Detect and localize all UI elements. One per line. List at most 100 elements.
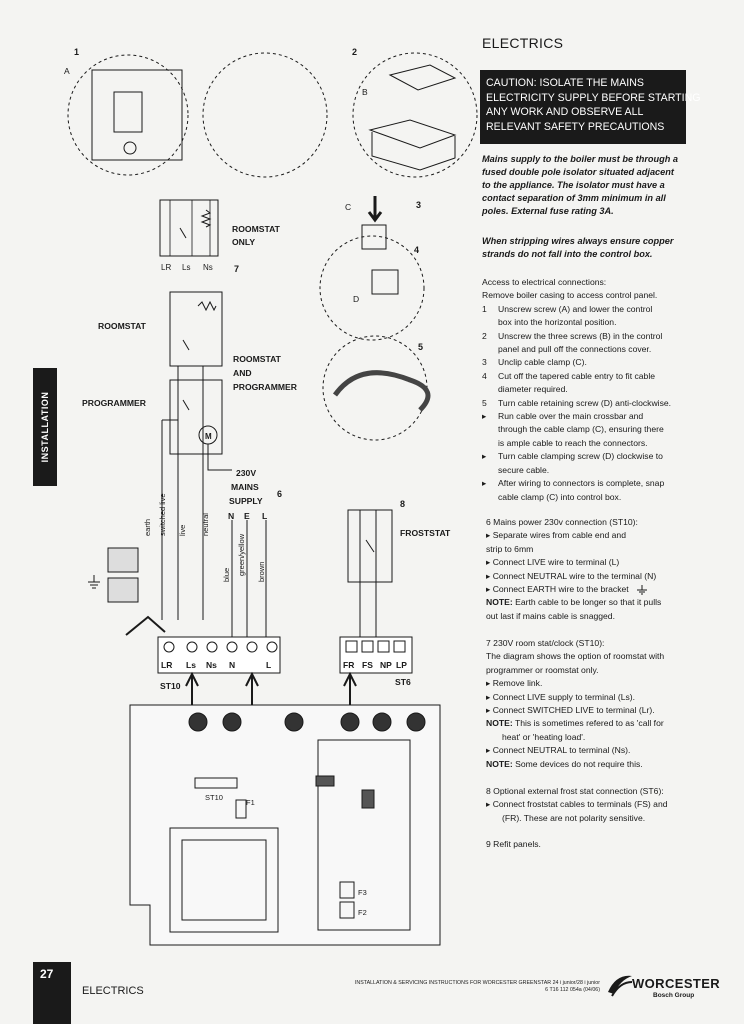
step-number: ▸ bbox=[482, 451, 487, 462]
st6-terminal-label: LP bbox=[396, 660, 407, 670]
roomstat-box bbox=[169, 291, 223, 367]
programmer-box bbox=[169, 379, 223, 455]
earth-bracket bbox=[107, 577, 139, 603]
step-text: Turn cable clamping screw (D) clockwise … bbox=[498, 451, 663, 462]
figure-number: 3 bbox=[416, 200, 421, 210]
text-line: The diagram shows the option of roomstat… bbox=[486, 651, 665, 662]
step-number: 1 bbox=[482, 303, 487, 314]
pcb-label: F3 bbox=[358, 888, 367, 897]
section-9: 9 Refit panels. bbox=[486, 838, 541, 851]
access-intro: Remove boiler casing to access control p… bbox=[482, 290, 658, 301]
step-text: Unclip cable clamp (C). bbox=[498, 357, 587, 368]
motor-label: M bbox=[205, 432, 212, 441]
terminal-label: LR bbox=[161, 263, 171, 272]
bullet: ▸ Connect NEUTRAL wire to the terminal (… bbox=[486, 570, 657, 581]
page-number: 27 bbox=[40, 967, 54, 981]
note-label: NOTE: bbox=[486, 758, 513, 769]
figure-number: 5 bbox=[418, 342, 423, 352]
step-number: 5 bbox=[482, 397, 487, 408]
access-step-cont: diameter required. bbox=[482, 383, 692, 396]
figure-number: 8 bbox=[400, 499, 405, 509]
caution-line: ANY WORK AND OBSERVE ALL bbox=[486, 106, 644, 118]
note-label: NOTE: bbox=[486, 718, 513, 729]
wire-label: earth bbox=[143, 519, 152, 536]
mains-label: SUPPLY bbox=[229, 496, 263, 506]
st6-terminal-block bbox=[339, 636, 413, 674]
pcb-display bbox=[181, 839, 267, 921]
programmer-label: PROGRAMMER bbox=[82, 398, 147, 408]
text-line: poles. External fuse rating 3A. bbox=[482, 206, 614, 216]
st6-terminal bbox=[377, 640, 390, 653]
earth-icon bbox=[637, 584, 648, 595]
switch-icon bbox=[179, 227, 187, 239]
caution-line: ELECTRICITY SUPPLY BEFORE STARTING bbox=[486, 91, 701, 104]
figure-number: 1 bbox=[74, 47, 79, 57]
access-step-cont: panel and pull off the connections cover… bbox=[482, 343, 692, 356]
step-text: Unscrew screw (A) and lower the control bbox=[498, 303, 653, 314]
roomstat-only-label: ROOMSTAT bbox=[232, 224, 281, 234]
connection-cover-illustration bbox=[368, 119, 457, 149]
pcb-label: F2 bbox=[358, 908, 367, 917]
note-text: Some devices do not require this. bbox=[515, 758, 643, 769]
switch-icon bbox=[182, 339, 190, 351]
step-text: Turn cable retaining screw (D) anti-cloc… bbox=[498, 397, 672, 408]
st6-terminal bbox=[393, 640, 406, 653]
st6-terminal-label: FS bbox=[362, 660, 373, 670]
roomstat-programmer-label: AND bbox=[233, 368, 252, 378]
wire-label: neutral bbox=[201, 513, 210, 536]
text-line: When stripping wires always ensure coppe… bbox=[482, 236, 674, 246]
note-text: This is sometimes refered to as 'call fo… bbox=[514, 718, 664, 729]
pcb-label: ST10 bbox=[205, 793, 223, 802]
note-cont: heat' or 'heating load'. bbox=[502, 731, 586, 742]
bullet-text: ▸ Connect EARTH wire to the bracket bbox=[486, 584, 629, 595]
section-8: 8 Optional external frost stat connectio… bbox=[486, 785, 696, 825]
access-section: Access to electrical connections: Remove… bbox=[482, 276, 692, 504]
wire-line bbox=[177, 366, 232, 620]
st10-screws bbox=[163, 641, 278, 653]
st10-terminal-label: L bbox=[266, 660, 271, 670]
pcb-st10-socket bbox=[194, 777, 238, 789]
step-text: cable clamp (C) into control box. bbox=[498, 491, 622, 502]
text-line: programmer or roomstat only. bbox=[486, 664, 599, 675]
mains-label: MAINS bbox=[231, 482, 259, 492]
step-text: Run cable over the main crossbar and bbox=[498, 411, 644, 422]
bullet: ▸ Connect LIVE wire to terminal (L) bbox=[486, 557, 620, 568]
fuse-f3 bbox=[339, 881, 355, 899]
text-line: fused double pole isolator situated adja… bbox=[482, 167, 674, 177]
resistor-icon bbox=[200, 209, 212, 228]
froststat-label: FROSTSTAT bbox=[400, 528, 451, 538]
resistor-icon bbox=[197, 300, 217, 312]
text-line: to the appliance. The isolator must have… bbox=[482, 180, 665, 190]
st10-terminal-label: Ns bbox=[206, 660, 217, 670]
cable-illustration bbox=[332, 370, 431, 412]
terminal-label: Ns bbox=[203, 263, 213, 272]
wire-label: blue bbox=[222, 568, 231, 582]
step-text: Cut off the tapered cable entry to fit c… bbox=[498, 370, 656, 381]
access-step: ▸ Turn cable clamping screw (D) clockwise… bbox=[482, 450, 692, 463]
callout-letter: C bbox=[345, 202, 351, 212]
fig4-detail-circle bbox=[319, 235, 425, 341]
froststat-box bbox=[347, 509, 393, 583]
footer-reference: INSTALLATION & SERVICING INSTRUCTIONS FO… bbox=[332, 980, 600, 994]
roomstat-programmer-label: PROGRAMMER bbox=[233, 382, 298, 392]
wire-line bbox=[161, 419, 178, 620]
text-line: 8 Optional external frost stat connectio… bbox=[486, 786, 664, 796]
st6-label: ST6 bbox=[395, 677, 411, 687]
step-text: is ample cable to reach the connectors. bbox=[498, 437, 648, 448]
st6-terminal-label: NP bbox=[380, 660, 392, 670]
access-steps: 1 Unscrew screw (A) and lower the control… bbox=[482, 303, 692, 504]
bullet: ▸ Separate wires from cable end and bbox=[486, 530, 626, 541]
terminal-label: Ls bbox=[182, 263, 190, 272]
bullet: ▸ Connect LIVE supply to terminal (Ls). bbox=[486, 691, 636, 702]
bullet: ▸ Remove link. bbox=[486, 678, 543, 689]
wire-label: brown bbox=[257, 562, 266, 582]
step-text: Unscrew the three screws (B) in the cont… bbox=[498, 330, 663, 341]
mains-wire bbox=[231, 520, 267, 650]
access-step-cont: through the cable clamp (C), ensuring th… bbox=[482, 423, 692, 436]
figure-number: 4 bbox=[414, 245, 419, 255]
fig2-detail-circle bbox=[352, 52, 478, 178]
switch-icon bbox=[182, 399, 190, 411]
